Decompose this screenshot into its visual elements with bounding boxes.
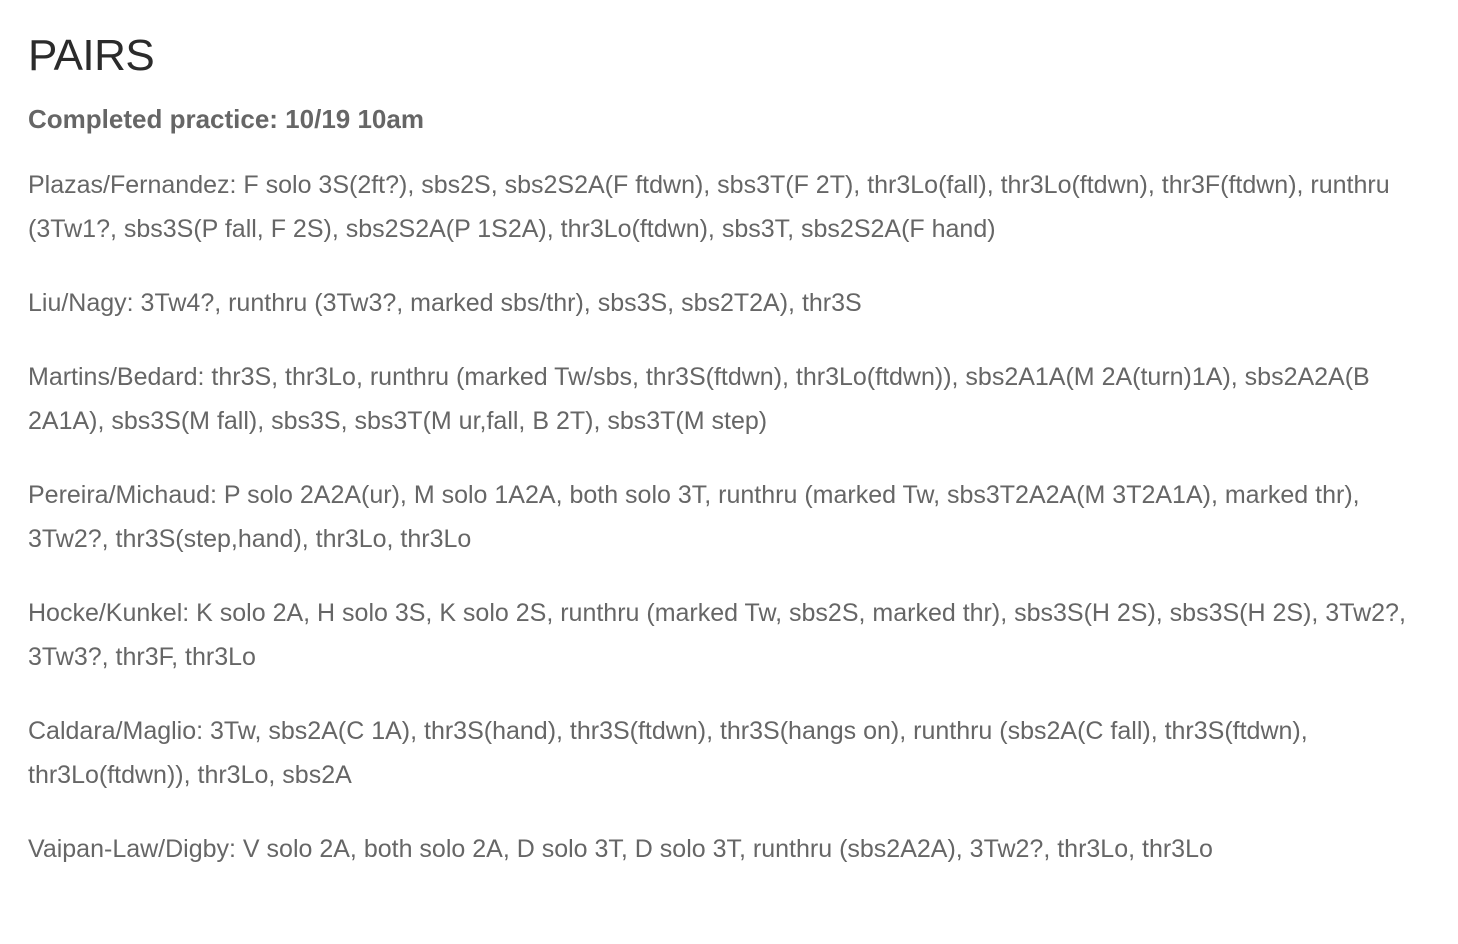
pair-entry-liu-nagy: Liu/Nagy: 3Tw4?, runthru (3Tw3?, marked … (28, 289, 862, 318)
article-content: PAIRS Completed practice: 10/19 10am Pla… (28, 31, 1406, 864)
pair-entry-martins-bedard: Martins/Bedard: thr3S, thr3Lo, runthru (… (28, 363, 1370, 436)
pair-entry-pereira-michaud: Pereira/Michaud: P solo 2A2A(ur), M solo… (28, 481, 1360, 554)
practice-subtitle: Completed practice: 10/19 10am (28, 103, 424, 134)
pair-entry-hocke-kunkel: Hocke/Kunkel: K solo 2A, H solo 3S, K so… (28, 599, 1406, 672)
page-title: PAIRS (28, 31, 155, 80)
pair-entry-plazas-fernandez: Plazas/Fernandez: F solo 3S(2ft?), sbs2S… (28, 171, 1390, 244)
pair-entry-vaipan-law-digby: Vaipan-Law/Digby: V solo 2A, both solo 2… (28, 835, 1213, 864)
pair-entry-caldara-maglio: Caldara/Maglio: 3Tw, sbs2A(C 1A), thr3S(… (28, 717, 1308, 790)
